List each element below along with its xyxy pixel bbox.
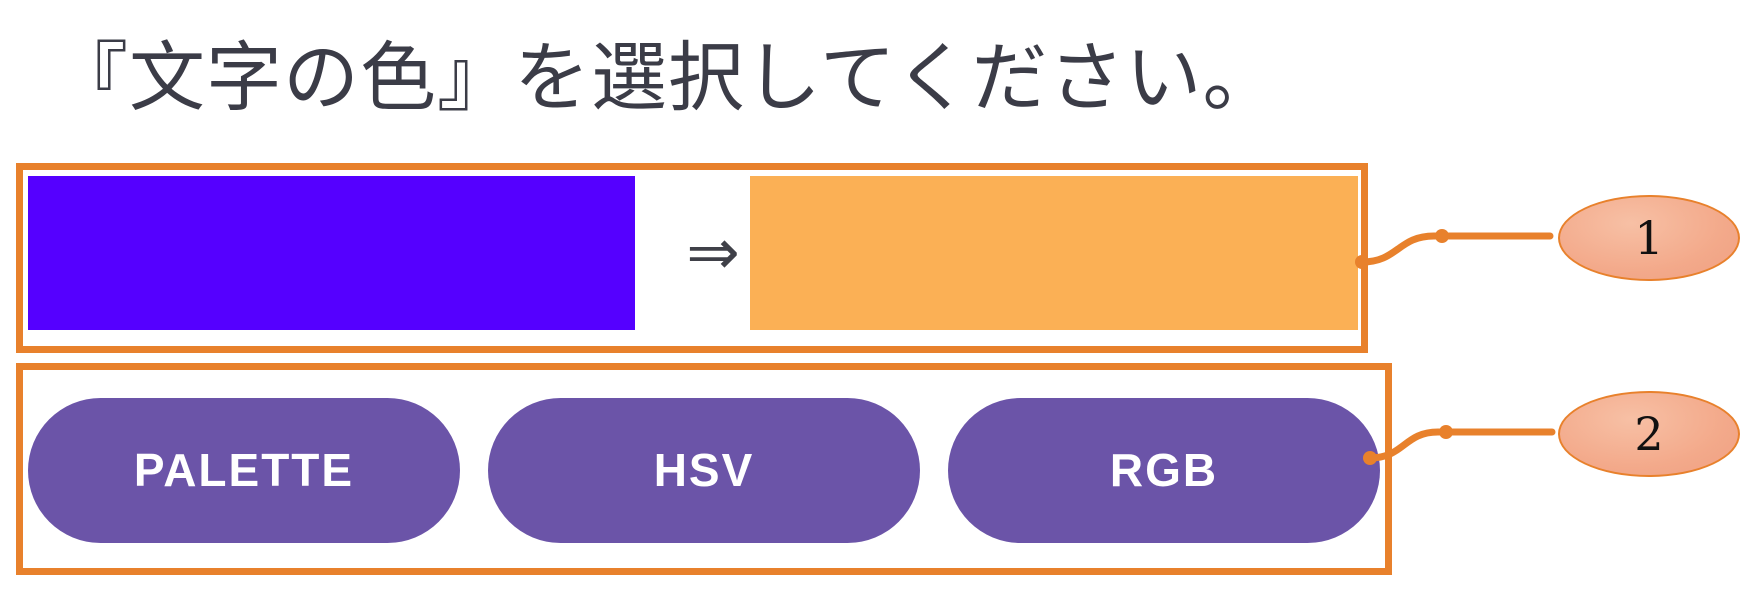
callout-badge-2: 2 (1558, 391, 1740, 477)
annotation-box-mode-buttons (16, 363, 1392, 575)
hsv-button[interactable]: HSV (488, 397, 920, 543)
new-color-swatch[interactable] (750, 176, 1358, 330)
mode-button-row: PALETTE HSV RGB (28, 375, 1380, 565)
arrow-right-icon: ⇒ (686, 216, 740, 290)
palette-button[interactable]: PALETTE (28, 397, 460, 543)
current-color-swatch[interactable] (28, 176, 635, 330)
page-title: 『文字の色』を選択してください。 (52, 33, 1280, 123)
callout-badge-1: 1 (1558, 195, 1740, 281)
callout-connector-1 (1355, 229, 1554, 269)
color-preview-row: ⇒ (28, 176, 1358, 332)
rgb-button[interactable]: RGB (948, 397, 1380, 543)
